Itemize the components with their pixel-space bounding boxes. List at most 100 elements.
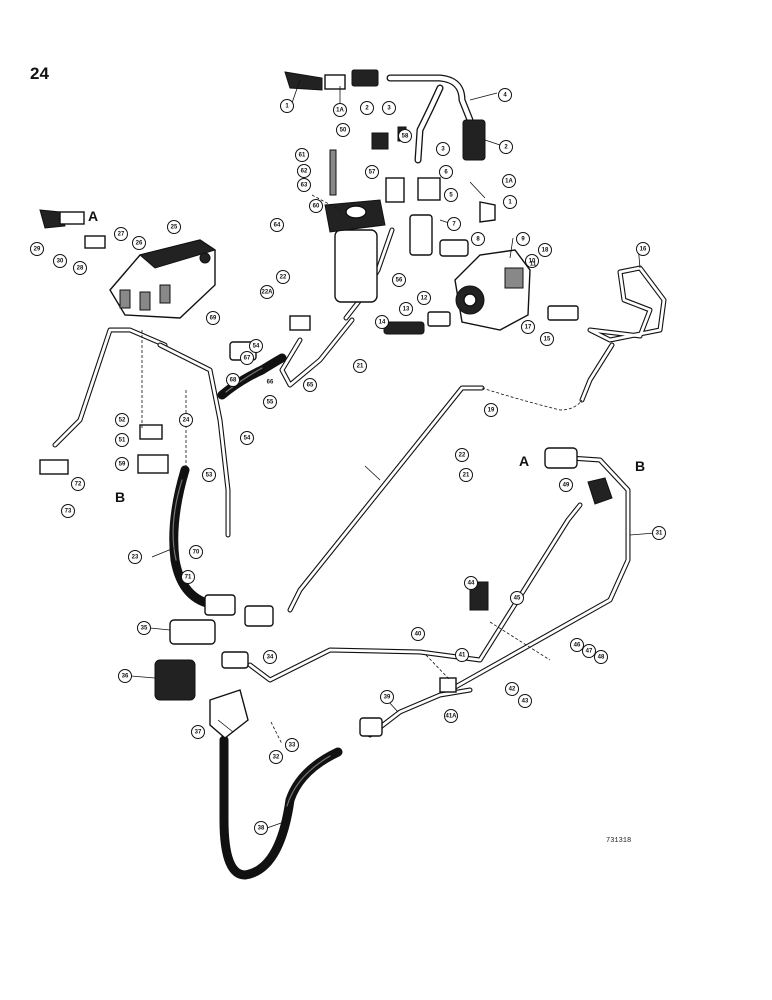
svg-text:31: 31 xyxy=(656,531,663,537)
svg-text:64: 64 xyxy=(274,223,281,229)
svg-text:57: 57 xyxy=(369,170,376,176)
svg-text:4: 4 xyxy=(503,93,507,99)
svg-text:3: 3 xyxy=(387,106,391,112)
svg-text:67: 67 xyxy=(244,356,251,362)
callout: 33 xyxy=(285,738,299,752)
svg-text:5: 5 xyxy=(449,193,453,199)
svg-text:11: 11 xyxy=(530,262,537,268)
filter-assembly xyxy=(324,149,386,303)
connection-letter: A xyxy=(519,453,529,469)
callout: 42 xyxy=(505,682,519,696)
callout: 10 xyxy=(525,254,539,268)
svg-text:46: 46 xyxy=(574,643,581,649)
svg-text:25: 25 xyxy=(171,225,178,231)
svg-text:71: 71 xyxy=(185,575,192,581)
callout: 14 xyxy=(375,315,389,329)
svg-text:56: 56 xyxy=(396,278,403,284)
svg-text:39: 39 xyxy=(384,695,391,701)
callout: 71 xyxy=(181,570,195,584)
callout: 41 xyxy=(455,648,469,662)
callout: 5 xyxy=(444,188,458,202)
callout: 69 xyxy=(206,311,220,325)
svg-text:42: 42 xyxy=(509,687,516,693)
callout: 67 xyxy=(240,351,254,365)
callout: 48 xyxy=(594,650,608,664)
svg-text:44: 44 xyxy=(468,581,475,587)
callout: 11 xyxy=(530,262,537,268)
callout: 40 xyxy=(411,627,425,641)
svg-text:73: 73 xyxy=(65,509,72,515)
callout: 64 xyxy=(270,218,284,232)
callout: 17 xyxy=(521,320,535,334)
callout: 23 xyxy=(128,550,142,564)
page-number: 24 xyxy=(30,64,49,83)
svg-text:7: 7 xyxy=(452,222,456,228)
svg-text:3: 3 xyxy=(441,147,445,153)
callout: 47 xyxy=(582,644,596,658)
callout: 38 xyxy=(254,821,268,835)
callout: 21 xyxy=(353,359,367,373)
callout: 54 xyxy=(240,431,254,445)
callout: 35 xyxy=(137,621,151,635)
svg-text:68: 68 xyxy=(230,378,237,384)
svg-text:54: 54 xyxy=(253,344,260,350)
svg-text:19: 19 xyxy=(488,408,495,414)
callout: 16 xyxy=(636,242,650,256)
svg-text:10: 10 xyxy=(529,259,536,265)
callout: 34 xyxy=(263,650,277,664)
callout: 55 xyxy=(263,395,277,409)
svg-text:9: 9 xyxy=(521,237,525,243)
svg-text:18: 18 xyxy=(542,248,549,254)
callout: 72 xyxy=(71,477,85,491)
control-valve xyxy=(109,239,217,319)
svg-text:24: 24 xyxy=(183,418,190,424)
svg-text:65: 65 xyxy=(307,383,314,389)
svg-text:1A: 1A xyxy=(336,108,344,114)
callout: 41A xyxy=(444,709,458,723)
svg-text:22: 22 xyxy=(280,275,287,281)
callout: 1A xyxy=(502,174,516,188)
callout: 12 xyxy=(417,291,431,305)
callout: 53 xyxy=(202,468,216,482)
callout: 66 xyxy=(267,380,274,386)
callout: 27 xyxy=(114,227,128,241)
callout: 56 xyxy=(392,273,406,287)
svg-text:58: 58 xyxy=(402,134,409,140)
callout: 22 xyxy=(455,448,469,462)
callout: 44 xyxy=(464,576,478,590)
callouts: 1 1A 2 3 4 2 3 1A 1 5 6 7 8 9 10 11 12 1… xyxy=(30,88,666,835)
svg-text:72: 72 xyxy=(75,482,82,488)
callout: 51 xyxy=(115,433,129,447)
connection-letter: A xyxy=(88,208,98,224)
callout: 15 xyxy=(540,332,554,346)
callout: 7 xyxy=(447,217,461,231)
svg-text:53: 53 xyxy=(206,473,213,479)
callout: 13 xyxy=(399,302,413,316)
callout: 25 xyxy=(167,220,181,234)
callout: 1A xyxy=(333,103,347,117)
svg-text:6: 6 xyxy=(444,170,448,176)
callout: 59 xyxy=(115,457,129,471)
svg-text:38: 38 xyxy=(258,826,265,832)
svg-text:43: 43 xyxy=(522,699,529,705)
callout: 28 xyxy=(73,261,87,275)
svg-text:61: 61 xyxy=(299,153,306,159)
svg-text:47: 47 xyxy=(586,649,593,655)
callout: 50 xyxy=(336,123,350,137)
callout: 19 xyxy=(484,403,498,417)
callout: 62 xyxy=(297,164,311,178)
svg-text:55: 55 xyxy=(267,400,274,406)
callout: 61 xyxy=(295,148,309,162)
svg-text:52: 52 xyxy=(119,418,126,424)
callout: 1 xyxy=(503,195,517,209)
leader-lines xyxy=(130,79,656,829)
callout: 8 xyxy=(471,232,485,246)
svg-text:66: 66 xyxy=(267,380,274,386)
svg-text:32: 32 xyxy=(273,755,280,761)
svg-text:26: 26 xyxy=(136,241,143,247)
callout: 9 xyxy=(516,232,530,246)
callout: 46 xyxy=(570,638,584,652)
callout: 73 xyxy=(61,504,75,518)
connection-letter: B xyxy=(115,489,125,505)
